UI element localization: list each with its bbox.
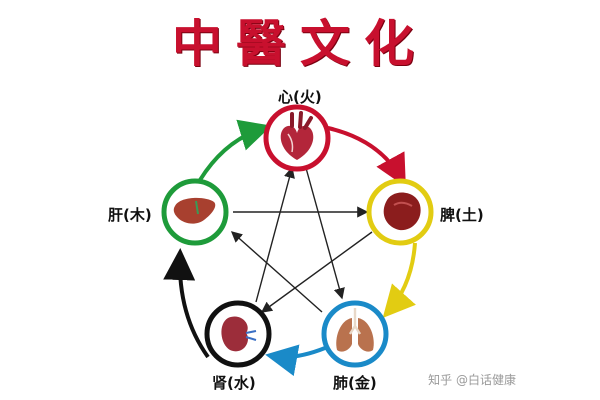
label-kidney: 肾(水) xyxy=(212,374,256,392)
control-arrow-kidney-to-heart xyxy=(255,166,295,303)
control-arrow-lung-to-liver xyxy=(230,231,323,313)
label-spleen: 脾(土) xyxy=(440,206,484,224)
kidney-icon xyxy=(221,316,257,352)
cycle-arrow-lung-to-kidney xyxy=(265,344,326,377)
node-lung xyxy=(321,300,389,368)
cycle-arrow-heart-to-spleen xyxy=(327,126,406,188)
node-heart xyxy=(263,104,331,172)
watermark: 知乎 @白话健康 xyxy=(428,373,516,387)
label-heart: 心(火) xyxy=(278,88,322,106)
page-title: 中醫文化 xyxy=(172,14,428,73)
heart-icon xyxy=(280,111,314,160)
lungs-icon xyxy=(336,308,374,352)
liver-icon xyxy=(173,197,216,224)
spleen-icon xyxy=(383,192,421,231)
node-spleen xyxy=(366,178,434,246)
node-kidney xyxy=(204,300,272,368)
cycle-arrow-kidney-to-liver xyxy=(163,248,210,359)
label-liver: 肝(木) xyxy=(108,206,152,224)
cycle-arrow-liver-to-heart xyxy=(198,119,272,182)
control-arrow-spleen-to-kidney xyxy=(260,231,373,313)
cycle-arrow-spleen-to-lung xyxy=(382,242,417,318)
node-liver xyxy=(161,178,229,246)
control-arrow-heart-to-lung xyxy=(305,167,345,300)
label-lung: 肺(金) xyxy=(333,374,377,392)
